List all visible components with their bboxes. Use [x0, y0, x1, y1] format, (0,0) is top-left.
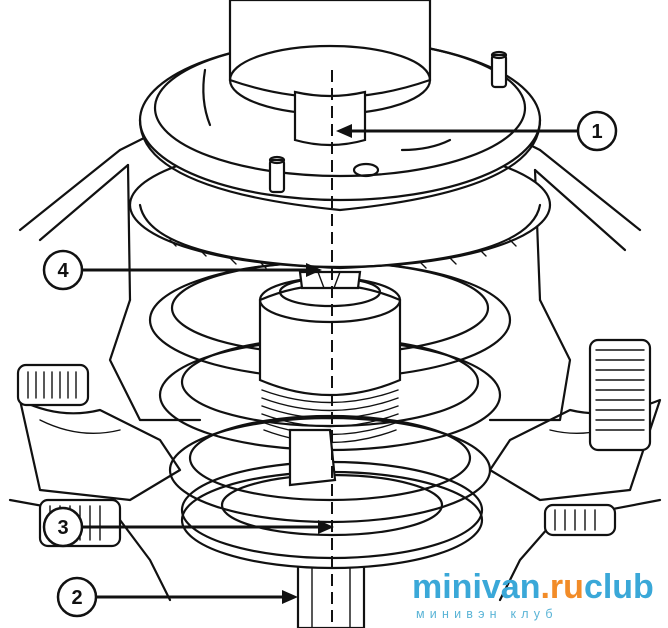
right-knuckle-bolt [543, 338, 652, 537]
callout-2: 2 [56, 576, 298, 618]
watermark-part3: club [584, 568, 654, 606]
callout-4: 4 [42, 249, 322, 291]
watermark-part2: .ru [540, 568, 583, 606]
upper-mount [138, 0, 542, 212]
callout-3-label: 3 [57, 517, 68, 539]
spring-isolator-tab [288, 428, 337, 487]
callout-1-label: 1 [591, 121, 602, 143]
dust-boot [258, 276, 402, 444]
mount-stud-left [268, 155, 286, 194]
watermark-text: minivan.ruclub [412, 568, 654, 606]
watermark-logo: minivan.ruclub минивэн клуб [412, 568, 654, 621]
mount-stud-right [490, 50, 508, 89]
callout-2-label: 2 [71, 587, 82, 609]
watermark-subtitle: минивэн клуб [416, 607, 558, 621]
callout-4-label: 4 [57, 260, 69, 282]
retainer-clip [298, 270, 362, 290]
watermark-part1: minivan [412, 568, 540, 606]
callout-1: 1 [336, 110, 618, 152]
callout-3: 3 [42, 506, 334, 548]
